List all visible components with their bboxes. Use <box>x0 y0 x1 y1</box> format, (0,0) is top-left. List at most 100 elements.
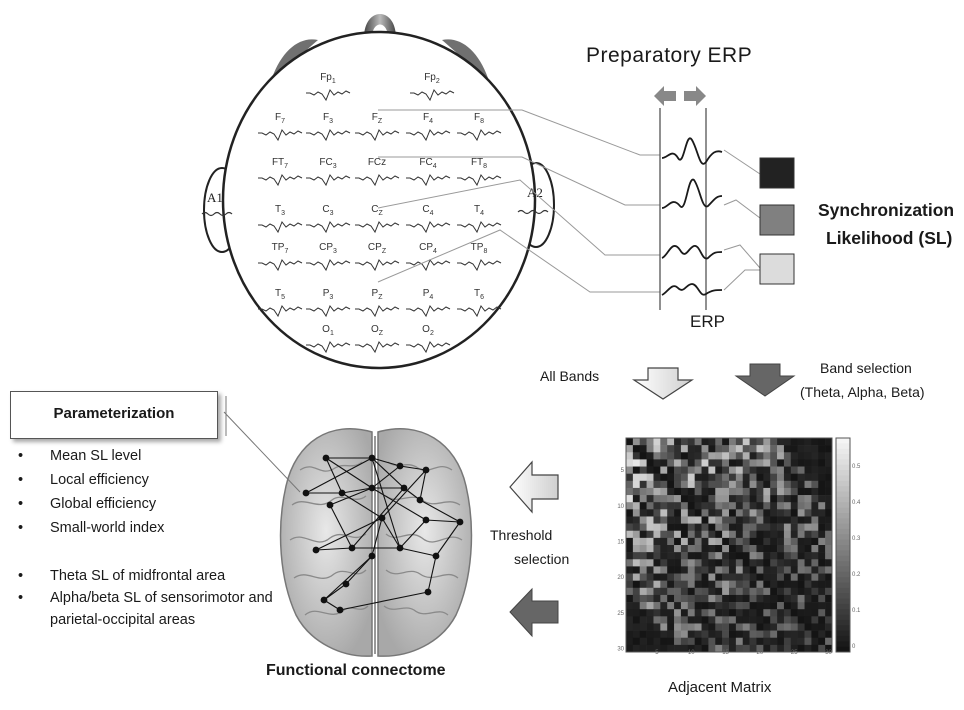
matrix-cell <box>722 523 730 532</box>
matrix-cell <box>777 495 785 503</box>
matrix-cell <box>674 559 682 567</box>
matrix-cell <box>722 637 730 646</box>
matrix-cell <box>818 545 826 553</box>
matrix-cell <box>729 473 737 482</box>
matrix-cell <box>708 573 716 581</box>
matrix-cell <box>729 630 737 639</box>
param-pointer-line <box>223 411 301 493</box>
matrix-cell <box>660 473 668 482</box>
matrix-cell <box>646 587 654 596</box>
connectome-node <box>348 544 356 552</box>
matrix-cell <box>708 552 716 560</box>
matrix-cell <box>722 559 730 567</box>
matrix-cell <box>674 545 682 553</box>
matrix-cell <box>694 573 702 581</box>
matrix-cell <box>825 487 833 496</box>
connectome-edge <box>371 457 401 549</box>
matrix-cell <box>811 545 819 553</box>
matrix-cell <box>825 537 833 546</box>
electrode-trace <box>306 221 351 234</box>
matrix-cell <box>756 509 764 517</box>
matrix-cell <box>694 495 702 503</box>
matrix-cell <box>825 480 833 489</box>
matrix-cell <box>660 566 668 574</box>
electrode-trace <box>355 174 400 187</box>
matrix-cell <box>715 630 723 639</box>
matrix-cell <box>626 545 634 553</box>
matrix-cell <box>790 530 798 539</box>
matrix-cell <box>660 545 668 553</box>
matrix-cell <box>804 587 812 596</box>
matrix-cell <box>825 637 833 646</box>
matrix-cell <box>715 545 723 553</box>
matrix-cell <box>708 566 716 574</box>
matrix-cell <box>825 609 833 617</box>
matrix-cell <box>804 438 812 446</box>
connectome-edge <box>341 487 373 494</box>
matrix-cell <box>735 480 744 489</box>
colorbar-step <box>836 475 850 482</box>
matrix-cell <box>701 609 709 617</box>
matrix-cell <box>660 537 668 546</box>
matrix-cell <box>667 459 675 467</box>
erp-trace-4 <box>661 283 723 296</box>
matrix-cell <box>639 545 647 553</box>
matrix-y-tick: 25 <box>617 611 624 617</box>
matrix-cell <box>811 495 819 503</box>
electrode-label: PZ <box>372 288 384 301</box>
matrix-cell <box>818 566 826 574</box>
matrix-cell <box>687 602 695 610</box>
matrix-cell <box>660 516 668 524</box>
matrix-cell <box>777 466 785 474</box>
matrix-cell <box>783 495 792 503</box>
matrix-cell <box>777 523 785 532</box>
matrix-cell <box>770 438 778 446</box>
matrix-cell <box>639 637 647 646</box>
matrix-cell <box>790 445 798 453</box>
matrix-cell <box>783 623 792 631</box>
matrix-cell <box>722 509 730 517</box>
matrix-cell <box>797 445 805 453</box>
matrix-cell <box>790 573 798 581</box>
matrix-cell <box>818 495 826 503</box>
matrix-cell <box>756 530 764 539</box>
sl-label-line2: Likelihood (SL) <box>826 228 953 248</box>
matrix-cell <box>811 637 819 646</box>
colorbar-tick: 0 <box>852 644 856 650</box>
matrix-cell <box>825 573 833 581</box>
matrix-cell <box>790 487 798 496</box>
matrix-cell <box>674 587 682 596</box>
matrix-cell <box>680 587 689 596</box>
matrix-cell <box>646 580 654 589</box>
matrix-cell <box>818 466 826 474</box>
matrix-cell <box>653 637 661 646</box>
matrix-cell <box>639 509 647 517</box>
matrix-cell <box>790 509 798 517</box>
matrix-cell <box>783 480 792 489</box>
matrix-cell <box>811 616 819 624</box>
connectome-edge <box>399 547 437 557</box>
matrix-cell <box>701 459 709 467</box>
matrix-cell <box>632 644 641 653</box>
matrix-cell <box>777 509 785 517</box>
electrode-trace <box>258 305 303 318</box>
matrix-cell <box>818 438 826 446</box>
matrix-cell <box>804 523 812 532</box>
matrix-cell <box>626 630 634 639</box>
matrix-cell <box>763 537 771 546</box>
matrix-cell <box>742 630 750 639</box>
matrix-cell <box>770 516 778 524</box>
matrix-cell <box>735 630 744 639</box>
matrix-cell <box>708 637 716 646</box>
matrix-cell <box>742 487 750 496</box>
matrix-cell <box>646 594 654 603</box>
matrix-cell <box>687 545 695 553</box>
matrix-cell <box>639 537 647 546</box>
matrix-cell <box>756 630 764 639</box>
matrix-y-tick: 5 <box>621 468 625 474</box>
matrix-cell <box>729 459 737 467</box>
matrix-cell <box>708 509 716 517</box>
matrix-cell <box>653 573 661 581</box>
electrode-label: FT8 <box>471 157 487 170</box>
matrix-cell <box>777 630 785 639</box>
